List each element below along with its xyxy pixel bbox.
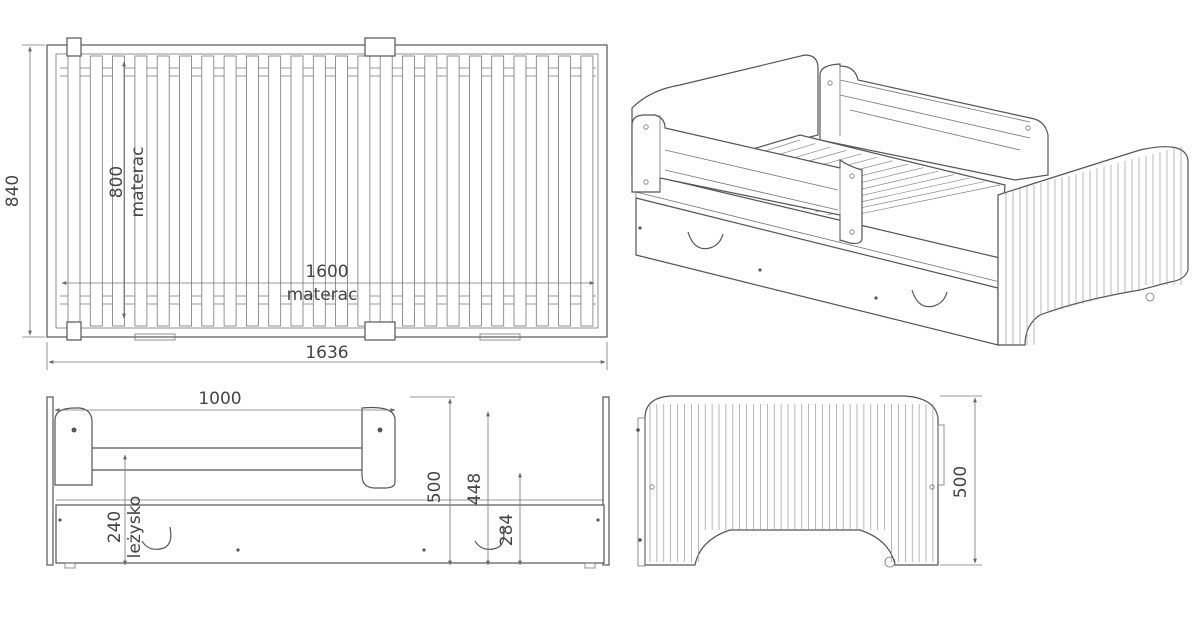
iso-footboard-grooves: [1005, 146, 1182, 345]
slat: [446, 55, 460, 327]
side-view: 1000 500 448 284 240 leżysko: [46, 389, 610, 569]
slat: [513, 55, 527, 327]
side-left-post: [46, 396, 54, 566]
end-panel: [644, 395, 939, 566]
side-drawer: [55, 504, 605, 564]
side-guard-right: [361, 406, 396, 489]
slat: [67, 55, 81, 327]
corner-bracket: [66, 37, 82, 57]
label-840: 840: [3, 175, 23, 207]
label-500-end: 500: [951, 466, 971, 498]
slat: [245, 55, 259, 327]
corner-bracket: [364, 37, 396, 57]
iso-front-guard: [631, 114, 863, 245]
slat: [156, 55, 170, 327]
slat: [335, 55, 349, 327]
top-slats: [67, 55, 594, 327]
slat: [89, 55, 103, 327]
label-lezysko: leżysko: [125, 496, 145, 559]
end-grooves: [649, 404, 934, 562]
slat: [290, 55, 304, 327]
label-500-side: 500: [425, 471, 445, 503]
iso-slat: [839, 184, 1001, 219]
slat: [558, 55, 571, 327]
label-1000: 1000: [198, 389, 241, 409]
slat: [468, 55, 482, 327]
slat: [424, 55, 438, 327]
label-materac-horizontal: materac: [287, 285, 358, 305]
label-800: 800: [107, 166, 127, 198]
slat: [223, 55, 237, 327]
label-448: 448: [465, 473, 485, 505]
slat: [402, 55, 415, 327]
slat: [535, 55, 549, 327]
end-view: 500: [636, 395, 982, 568]
side-guard-left: [54, 407, 93, 486]
label-1600: 1600: [305, 262, 348, 282]
slat: [134, 55, 148, 327]
corner-bracket: [66, 321, 82, 341]
slat: [312, 55, 326, 327]
label-materac-vertical: materac: [128, 147, 148, 218]
slat: [580, 55, 594, 327]
slat: [379, 55, 393, 327]
top-view: 840 1636 800 materac 1600 materac: [3, 37, 608, 370]
corner-bracket: [364, 321, 396, 341]
iso-footboard: [997, 146, 1189, 346]
label-284: 284: [497, 514, 517, 546]
isometric-view: [631, 54, 1189, 346]
label-1636: 1636: [305, 343, 348, 363]
slat: [491, 55, 505, 327]
top-frame-inner: [55, 53, 599, 329]
label-240: 240: [105, 511, 125, 543]
slat: [179, 55, 192, 327]
iso-back-guard: [819, 63, 1049, 181]
side-right-post: [602, 396, 610, 566]
slat: [201, 55, 215, 327]
slat: [268, 55, 282, 327]
slat: [357, 55, 371, 327]
